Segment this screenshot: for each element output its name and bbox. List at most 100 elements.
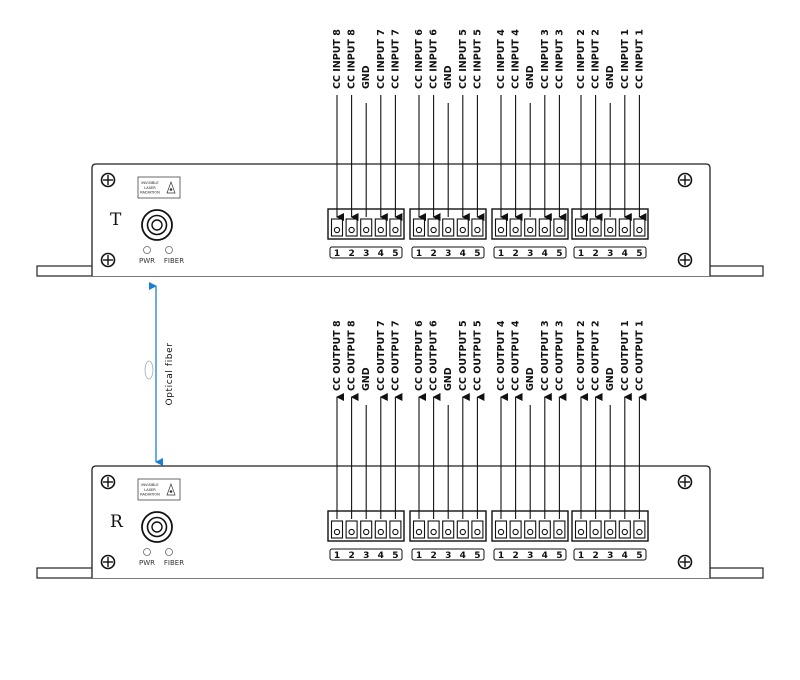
pin-number: 1: [334, 249, 340, 259]
pin-number: 2: [592, 249, 598, 259]
signal-label: CC OUTPUT 1: [620, 320, 631, 391]
terminal-screw-icon: [459, 528, 466, 536]
terminal-screw-icon: [333, 528, 341, 536]
pin-number: 1: [578, 551, 584, 561]
terminal-screw-icon: [474, 528, 481, 536]
pin-number: 5: [392, 551, 398, 561]
signal-label: CC INPUT 8: [347, 29, 358, 89]
fiber-port: [141, 511, 173, 543]
pin-number: 3: [445, 249, 451, 259]
terminal-screw-icon: [541, 528, 548, 536]
terminal-screw-icon: [512, 528, 519, 536]
pin-number: 4: [542, 249, 548, 259]
terminal-screw-icon: [348, 226, 355, 234]
terminal-screw-icon: [348, 528, 355, 536]
pin-number: 2: [512, 551, 518, 561]
pwr-led-label: PWR: [139, 559, 155, 567]
fiber-port-ferrule: [151, 219, 163, 231]
terminal-screw-icon: [377, 528, 384, 536]
screw-icon: [677, 172, 693, 188]
terminal-screw-icon: [556, 226, 563, 234]
pin-number-strip: [411, 548, 485, 561]
signal-label: CC INPUT 6: [429, 29, 440, 89]
signal-label: GND: [605, 65, 616, 89]
pin-number: 4: [378, 551, 384, 561]
signal-label: CC OUTPUT 3: [540, 320, 551, 391]
signal-label: CC OUTPUT 7: [390, 320, 401, 391]
signal-label: CC OUTPUT 3: [554, 320, 565, 391]
signal-label: GND: [605, 367, 616, 391]
terminal-screw-icon: [430, 226, 437, 234]
pin-number: 4: [460, 249, 466, 259]
signal-label: CC INPUT 3: [554, 29, 565, 89]
fiber-led-icon: [165, 548, 173, 556]
signal-label: GND: [525, 65, 536, 89]
warning-text: RADIATION: [140, 493, 160, 497]
unit-letter: R: [110, 512, 124, 532]
screw-icon: [677, 474, 693, 490]
terminal-screw-icon: [392, 528, 399, 536]
signal-label: CC INPUT 2: [576, 29, 587, 89]
screw-icon: [100, 252, 116, 268]
terminal-screw-icon: [497, 528, 505, 536]
pin-number: 3: [607, 551, 613, 561]
terminal-screw-icon: [459, 226, 466, 234]
signal-label: CC INPUT 4: [511, 29, 522, 89]
warning-text: INVISIBLE: [141, 483, 159, 487]
signal-label: GND: [361, 65, 372, 89]
optical-fiber-link: Optical fiber: [144, 282, 175, 466]
terminal-screw-icon: [592, 226, 599, 234]
terminal-screw-icon: [415, 226, 423, 234]
terminal-screw-icon: [577, 528, 585, 536]
terminal-screw-icon: [621, 528, 628, 536]
pin-number: 2: [512, 249, 518, 259]
pin-number: 1: [416, 249, 422, 259]
terminal-screw-icon: [527, 528, 534, 536]
warning-text: LASER: [144, 488, 156, 492]
screw-icon: [100, 474, 116, 490]
pin-number: 3: [527, 249, 533, 259]
screw-icon: [100, 172, 116, 188]
signal-label: CC INPUT 7: [390, 29, 401, 89]
signal-label: GND: [525, 367, 536, 391]
terminal-screw-icon: [527, 226, 534, 234]
warning-text: RADIATION: [140, 191, 160, 195]
fiber-port: [141, 209, 173, 241]
pin-number: 4: [378, 249, 384, 259]
warning-text: INVISIBLE: [141, 181, 159, 185]
fiber-port-ferrule: [151, 521, 163, 533]
screw-icon: [677, 252, 693, 268]
terminal-screw-icon: [363, 528, 370, 536]
signal-label: CC OUTPUT 5: [472, 320, 483, 391]
pin-number: 5: [392, 249, 398, 259]
laser-warning-icon: [166, 482, 176, 496]
pin-number: 2: [430, 249, 436, 259]
pin-number: 4: [542, 551, 548, 561]
pin-number: 2: [592, 551, 598, 561]
pin-number-strip: [329, 548, 403, 561]
pin-number: 5: [636, 551, 642, 561]
pin-number: 4: [622, 249, 628, 259]
pin-number: 1: [498, 551, 504, 561]
terminal-screw-icon: [607, 528, 614, 536]
signal-label: CC INPUT 6: [414, 29, 425, 89]
signal-label: CC OUTPUT 1: [634, 320, 645, 391]
pin-number: 5: [474, 249, 480, 259]
warning-text: LASER: [144, 186, 156, 190]
pwr-led-icon: [143, 246, 151, 254]
signal-label: CC OUTPUT 4: [496, 320, 507, 391]
terminal-screw-icon: [415, 528, 423, 536]
signal-label: CC OUTPUT 8: [347, 320, 358, 391]
signal-label: CC INPUT 8: [332, 29, 343, 89]
pin-number-strip: [329, 246, 403, 259]
signal-label: CC OUTPUT 6: [429, 320, 440, 391]
terminal-screw-icon: [636, 528, 643, 536]
terminal-screw-icon: [363, 226, 370, 234]
signal-label: CC OUTPUT 8: [332, 320, 343, 391]
terminal-screw-icon: [392, 226, 399, 234]
terminal-screw-icon: [497, 226, 505, 234]
